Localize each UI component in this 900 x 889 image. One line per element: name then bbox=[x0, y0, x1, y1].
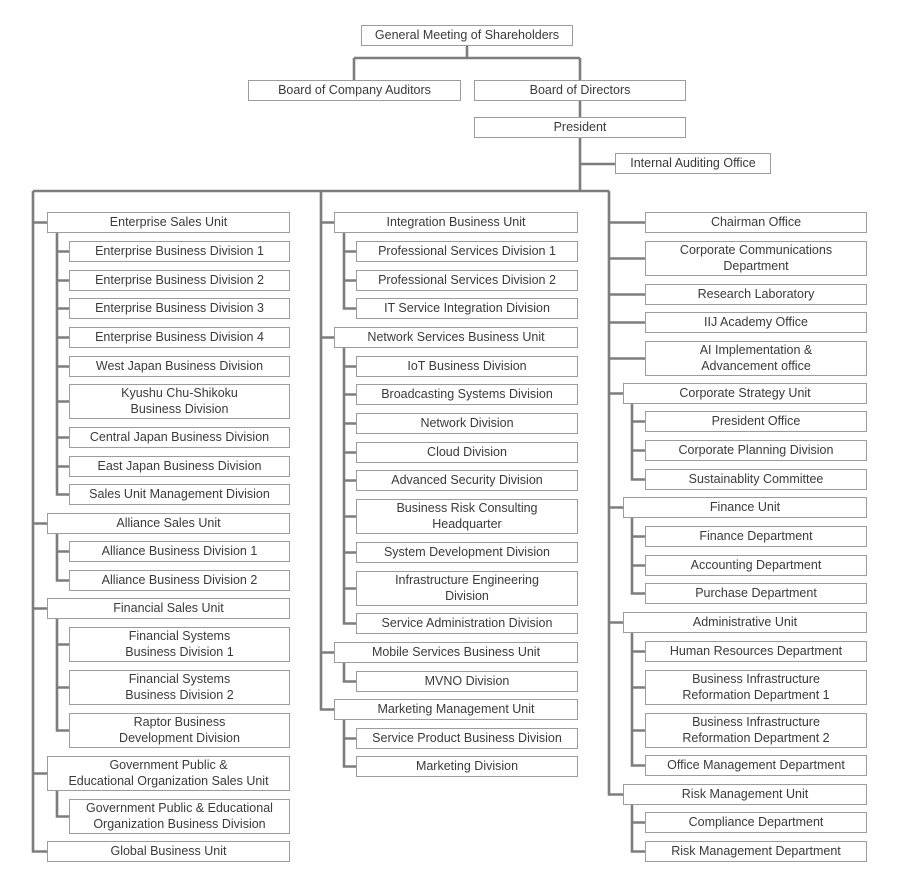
node-mobile-services-business-unit: Mobile Services Business Unit bbox=[334, 642, 578, 663]
node-corporate-planning-division: Corporate Planning Division bbox=[645, 440, 867, 461]
node-risk-management-department: Risk Management Department bbox=[645, 841, 867, 862]
node-kyushu-chu-shikoku-business-division: Kyushu Chu-Shikoku Business Division bbox=[69, 384, 290, 419]
node-professional-services-division-2: Professional Services Division 2 bbox=[356, 270, 578, 291]
node-system-development-division: System Development Division bbox=[356, 542, 578, 563]
node-office-management-department: Office Management Department bbox=[645, 755, 867, 776]
node-enterprise-business-division-1: Enterprise Business Division 1 bbox=[69, 241, 290, 262]
node-iot-business-division: IoT Business Division bbox=[356, 356, 578, 377]
node-broadcasting-systems-division: Broadcasting Systems Division bbox=[356, 384, 578, 405]
node-service-administration-division: Service Administration Division bbox=[356, 613, 578, 634]
node-business-infrastructure-reformation-department-1: Business Infrastructure Reformation Depa… bbox=[645, 670, 867, 705]
node-accounting-department: Accounting Department bbox=[645, 555, 867, 576]
node-finance-department: Finance Department bbox=[645, 526, 867, 547]
node-service-product-business-division: Service Product Business Division bbox=[356, 728, 578, 749]
node-enterprise-business-division-3: Enterprise Business Division 3 bbox=[69, 298, 290, 319]
node-alliance-sales-unit: Alliance Sales Unit bbox=[47, 513, 290, 534]
node-mvno-division: MVNO Division bbox=[356, 671, 578, 692]
node-internal-auditing-office: Internal Auditing Office bbox=[615, 153, 771, 174]
node-financial-sales-unit: Financial Sales Unit bbox=[47, 598, 290, 619]
node-research-laboratory: Research Laboratory bbox=[645, 284, 867, 305]
node-administrative-unit: Administrative Unit bbox=[623, 612, 867, 633]
node-east-japan-business-division: East Japan Business Division bbox=[69, 456, 290, 477]
node-network-division: Network Division bbox=[356, 413, 578, 434]
node-general-meeting-of-shareholders: General Meeting of Shareholders bbox=[361, 25, 573, 46]
node-finance-unit: Finance Unit bbox=[623, 497, 867, 518]
node-raptor-business-development-division: Raptor Business Development Division bbox=[69, 713, 290, 748]
node-board-of-directors: Board of Directors bbox=[474, 80, 686, 101]
node-enterprise-business-division-4: Enterprise Business Division 4 bbox=[69, 327, 290, 348]
node-integration-business-unit: Integration Business Unit bbox=[334, 212, 578, 233]
node-sales-unit-management-division: Sales Unit Management Division bbox=[69, 484, 290, 505]
node-compliance-department: Compliance Department bbox=[645, 812, 867, 833]
node-sustainablity-committee: Sustainablity Committee bbox=[645, 469, 867, 490]
node-ai-implementation-advancement-office: AI Implementation & Advancement office bbox=[645, 341, 867, 376]
node-it-service-integration-division: IT Service Integration Division bbox=[356, 298, 578, 319]
node-corporate-communications-department: Corporate Communications Department bbox=[645, 241, 867, 276]
node-government-public-educational-organization-sales-unit: Government Public & Educational Organiza… bbox=[47, 756, 290, 791]
node-marketing-division: Marketing Division bbox=[356, 756, 578, 777]
node-network-services-business-unit: Network Services Business Unit bbox=[334, 327, 578, 348]
node-board-of-company-auditors: Board of Company Auditors bbox=[248, 80, 461, 101]
node-cloud-division: Cloud Division bbox=[356, 442, 578, 463]
node-alliance-business-division-1: Alliance Business Division 1 bbox=[69, 541, 290, 562]
node-chairman-office: Chairman Office bbox=[645, 212, 867, 233]
node-president-office: President Office bbox=[645, 411, 867, 432]
node-marketing-management-unit: Marketing Management Unit bbox=[334, 699, 578, 720]
node-financial-systems-business-division-2: Financial Systems Business Division 2 bbox=[69, 670, 290, 705]
node-advanced-security-division: Advanced Security Division bbox=[356, 470, 578, 491]
node-business-infrastructure-reformation-department-2: Business Infrastructure Reformation Depa… bbox=[645, 713, 867, 748]
node-human-resources-department: Human Resources Department bbox=[645, 641, 867, 662]
node-central-japan-business-division: Central Japan Business Division bbox=[69, 427, 290, 448]
node-alliance-business-division-2: Alliance Business Division 2 bbox=[69, 570, 290, 591]
node-enterprise-sales-unit: Enterprise Sales Unit bbox=[47, 212, 290, 233]
node-iij-academy-office: IIJ Academy Office bbox=[645, 312, 867, 333]
node-west-japan-business-division: West Japan Business Division bbox=[69, 356, 290, 377]
node-risk-management-unit: Risk Management Unit bbox=[623, 784, 867, 805]
node-financial-systems-business-division-1: Financial Systems Business Division 1 bbox=[69, 627, 290, 662]
node-president: President bbox=[474, 117, 686, 138]
node-government-public-educational-organization-business-division: Government Public & Educational Organiza… bbox=[69, 799, 290, 834]
node-purchase-department: Purchase Department bbox=[645, 583, 867, 604]
node-global-business-unit: Global Business Unit bbox=[47, 841, 290, 862]
node-professional-services-division-1: Professional Services Division 1 bbox=[356, 241, 578, 262]
node-enterprise-business-division-2: Enterprise Business Division 2 bbox=[69, 270, 290, 291]
node-corporate-strategy-unit: Corporate Strategy Unit bbox=[623, 383, 867, 404]
node-business-risk-consulting-headquarter: Business Risk Consulting Headquarter bbox=[356, 499, 578, 534]
node-infrastructure-engineering-division: Infrastructure Engineering Division bbox=[356, 571, 578, 606]
